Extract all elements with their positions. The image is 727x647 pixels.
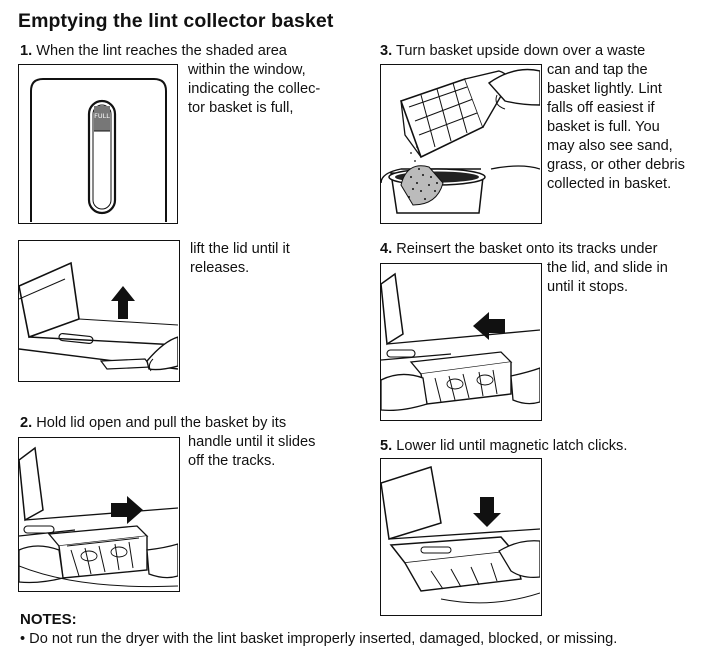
step-1-number: 1.	[20, 43, 32, 59]
step-3-number: 3.	[380, 43, 392, 59]
page-title: Emptying the lint collector basket	[18, 10, 333, 33]
right-arrow-icon	[111, 496, 143, 524]
note-item: • Do not run the dryer with the lint bas…	[20, 631, 617, 647]
step-4-line-2: the lid, and slide in	[547, 259, 668, 278]
lower-lid-illustration	[380, 458, 542, 616]
down-arrow-icon	[473, 497, 501, 527]
step-2-line-2: handle until it slides	[188, 433, 315, 452]
step-4-line-1: 4. Reinsert the basket onto its tracks u…	[380, 240, 657, 259]
pull-basket-illustration	[18, 437, 180, 592]
lint-window-illustration: FULL	[18, 64, 178, 224]
step-3-line-5: basket is full. You	[547, 118, 660, 137]
step-3-line-1: 3. Turn basket upside down over a waste	[380, 42, 645, 61]
notes-heading: NOTES:	[20, 611, 77, 628]
up-arrow-icon	[111, 286, 135, 319]
step-4-number: 4.	[380, 241, 392, 257]
step-5-number: 5.	[380, 438, 392, 454]
empty-basket-illustration	[380, 64, 542, 224]
step-1-line-1: 1. When the lint reaches the shaded area	[20, 42, 287, 61]
full-label: FULL	[94, 112, 110, 120]
step-2-line-3: off the tracks.	[188, 452, 275, 471]
step-3-line-4: falls off easiest if	[547, 99, 655, 118]
step-3-line-8: collected in basket.	[547, 175, 671, 194]
lift-lid-illustration	[18, 240, 180, 382]
lift-lid-line-2: releases.	[190, 259, 249, 278]
step-2-number: 2.	[20, 415, 32, 431]
step-3-line-2: can and tap the	[547, 61, 648, 80]
step-5-line-1: 5. Lower lid until magnetic latch clicks…	[380, 437, 627, 456]
reinsert-basket-illustration	[380, 263, 542, 421]
step-3-line-6: may also see sand,	[547, 137, 673, 156]
step-1-line-2: within the window,	[188, 61, 306, 80]
step-2-line-1: 2. Hold lid open and pull the basket by …	[20, 414, 286, 433]
step-3-line-3: basket lightly. Lint	[547, 80, 662, 99]
lift-lid-line-1: lift the lid until it	[190, 240, 290, 259]
step-4-line-3: until it stops.	[547, 278, 628, 297]
step-3-line-7: grass, or other debris	[547, 156, 685, 175]
step-1-line-3: indicating the collec-	[188, 80, 320, 99]
step-1-line-4: tor basket is full,	[188, 99, 293, 118]
